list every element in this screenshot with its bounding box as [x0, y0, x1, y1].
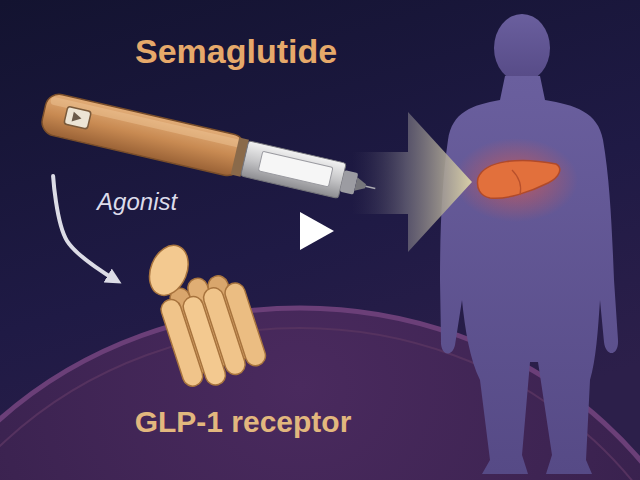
receptor-node: GLP-1 receptor — [118, 260, 368, 445]
drug-node: Semaglutide — [30, 28, 360, 173]
node-heading: GLP-1 receptor — [118, 405, 368, 440]
human-silhouette — [440, 14, 618, 474]
receptor-illustration — [130, 220, 270, 398]
edge-label: Agonist — [97, 188, 177, 216]
delivery-arrow — [352, 112, 472, 252]
node-heading: Semaglutide — [135, 32, 337, 71]
play-triangle — [300, 212, 334, 250]
injection-pen — [39, 92, 380, 209]
liver — [478, 161, 560, 199]
